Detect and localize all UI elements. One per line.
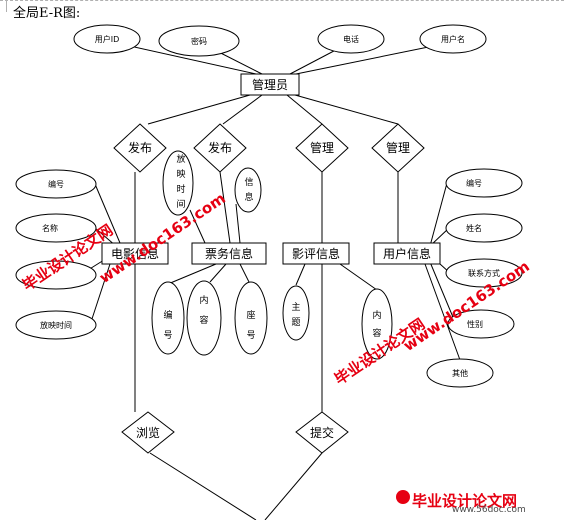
connector-line <box>424 263 461 361</box>
attr-ticket-time-char: 放 <box>176 153 185 165</box>
connector-line <box>167 263 217 285</box>
connector-line <box>239 263 250 283</box>
entity-review-label: 影评信息 <box>292 246 340 261</box>
attr-admin-name <box>419 24 487 54</box>
entity-ticket-label: 票务信息 <box>205 246 253 261</box>
attr-user-gender <box>447 309 515 339</box>
attr-user-no <box>445 168 523 198</box>
entity-user <box>373 242 441 265</box>
rel-submit-label: 提交 <box>310 425 334 440</box>
attr-review-subject-char: 题 <box>291 317 300 328</box>
connector-line <box>295 263 306 286</box>
page-corner-mark <box>6 0 7 12</box>
attr-ticket-time-char: 映 <box>176 168 185 180</box>
connector-line <box>429 182 448 247</box>
connector-line <box>111 41 257 75</box>
attr-admin-id-label: 用户ID <box>95 34 120 44</box>
page-title: 全局E-R图: <box>13 6 81 21</box>
attr-review-content-char: 容 <box>372 327 381 339</box>
attr-user-gender-label: 性别 <box>467 319 483 329</box>
connector-line <box>149 452 257 520</box>
connector-line <box>89 263 111 326</box>
connector-line <box>294 94 399 125</box>
connector-line <box>235 203 241 244</box>
attr-user-contact-label: 联系方式 <box>468 268 500 278</box>
attr-movie-time-label: 放映时间 <box>40 320 72 330</box>
rel-publish-ticket-label: 发布 <box>208 140 232 155</box>
attr-movie-time <box>15 310 97 340</box>
entity-movie-label: 电影信息 <box>111 246 159 261</box>
rel-publish-movie <box>113 123 167 173</box>
attr-user-other <box>426 358 494 388</box>
attr-ticket-seat-char: 号 <box>246 330 255 341</box>
rel-publish-ticket <box>193 123 247 173</box>
attr-movie-no-label: 编号 <box>48 179 64 189</box>
attr-user-no-label: 编号 <box>466 178 482 188</box>
page-header-rule <box>0 0 564 3</box>
entity-ticket <box>191 242 267 265</box>
attr-ticket-info-char: 信 <box>244 176 253 188</box>
attr-ticket-time-char: 间 <box>176 198 185 210</box>
attr-admin-id <box>73 24 141 54</box>
connector-line <box>147 94 251 125</box>
rel-manage-user <box>371 123 425 173</box>
attr-movie-name <box>15 213 97 243</box>
attr-ticket-time-char: 时 <box>176 183 185 195</box>
connector-line <box>339 263 378 291</box>
attr-ticket-seat <box>234 281 268 355</box>
entity-user-label: 用户信息 <box>383 246 431 261</box>
attr-movie-name-label: 名称 <box>42 223 58 233</box>
rel-manage-user-label: 管理 <box>386 140 410 155</box>
attr-ticket-content-char: 内 <box>199 294 208 306</box>
attr-ticket-no <box>151 281 185 355</box>
attr-ticket-time <box>162 150 194 216</box>
rel-browse-label: 浏览 <box>136 425 160 440</box>
rel-manage-review-label: 管理 <box>310 140 334 155</box>
connector-line <box>222 94 263 125</box>
connector-line <box>189 209 206 244</box>
attr-review-content-char: 内 <box>372 309 381 321</box>
connector-line <box>209 263 227 283</box>
entity-movie <box>101 242 169 265</box>
attr-movie-no <box>15 169 97 199</box>
entity-admin <box>240 73 300 96</box>
attr-admin-phone-label: 电话 <box>343 34 359 44</box>
connector-line <box>429 261 456 323</box>
attr-admin-pwd <box>158 25 240 57</box>
rel-publish-movie-label: 发布 <box>128 140 152 155</box>
connector-line <box>264 452 323 520</box>
connector-line <box>219 171 231 244</box>
attr-ticket-seat-char: 座 <box>246 309 255 321</box>
connector-lines <box>79 41 461 520</box>
rel-manage-review <box>295 123 349 173</box>
attr-ticket-no-char: 号 <box>163 330 172 341</box>
attr-user-contact <box>445 258 523 288</box>
attr-ticket-info <box>234 167 262 213</box>
attr-ticket-no-char: 编 <box>163 309 172 321</box>
attr-review-subject-char: 主 <box>291 301 300 313</box>
rel-submit <box>295 411 349 454</box>
watermark-logo-icon <box>396 490 410 504</box>
attr-user-name <box>445 213 523 243</box>
attr-ticket-info-char: 息 <box>244 191 253 203</box>
rel-browse <box>121 411 175 454</box>
attr-user-name-label: 姓名 <box>466 223 482 233</box>
attr-ticket-content <box>186 280 222 356</box>
attr-admin-name-label: 用户名 <box>441 34 465 44</box>
connector-line <box>286 94 323 125</box>
attr-admin-pwd-label: 密码 <box>191 36 207 46</box>
attr-review-subject <box>282 285 310 341</box>
connector-line <box>94 183 121 244</box>
attr-admin-phone <box>317 24 385 54</box>
attr-user-other-label: 其他 <box>452 368 468 378</box>
attr-movie-extra <box>15 260 97 290</box>
entity-review <box>282 242 350 265</box>
attr-review-content <box>361 288 393 360</box>
attr-ticket-content-char: 容 <box>199 314 208 326</box>
entity-admin-label: 管理员 <box>252 77 288 92</box>
